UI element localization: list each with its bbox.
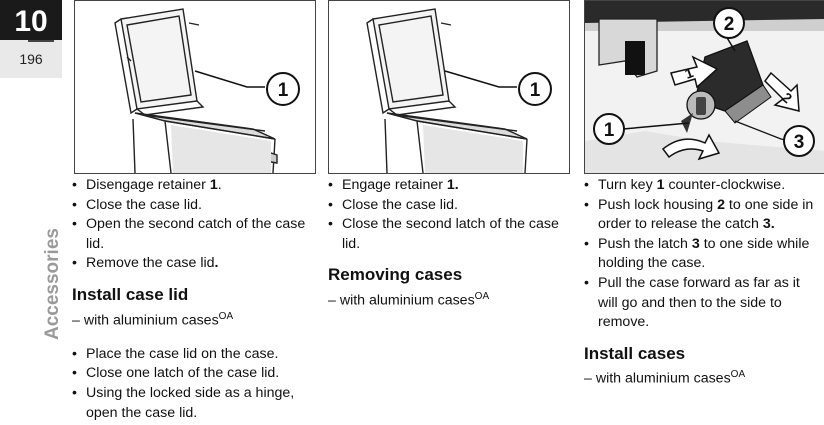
callout-3-circle	[783, 125, 815, 157]
case-engage-illustration: 1	[366, 8, 552, 173]
steps-list-engage-lid: Engage retainer 1. Close the case lid. C…	[328, 176, 573, 254]
steps-list-remove-lid: Disengage retainer 1. Close the case lid…	[72, 176, 317, 274]
case-open-illustration: 1	[114, 8, 300, 173]
figure-lock-housing: 1 2 2 1 3	[584, 0, 824, 174]
list-item: Close the case lid.	[72, 196, 317, 216]
list-item: Close one latch of the case lid.	[72, 364, 317, 384]
column-3-text: Turn key 1 counter-clockwise. Push lock …	[584, 176, 820, 390]
note-aluminium-cases: – with aluminium casesOA	[72, 310, 234, 329]
chapter-tab: 10 196 Accessories	[0, 0, 63, 425]
push-arrow-1	[670, 55, 719, 89]
callout-leader-line	[194, 70, 265, 88]
page-number: 196	[0, 40, 62, 78]
list-item: Turn key 1 counter-clockwise.	[584, 176, 820, 196]
note-aluminium-cases: – with aluminium casesOA	[584, 369, 746, 388]
callout-1-label: 1	[604, 120, 615, 141]
chapter-number: 10	[0, 0, 62, 40]
list-item: Pull the case forward as far as it will …	[584, 274, 820, 333]
list-item: Engage retainer 1.	[328, 176, 573, 196]
callout-1-label: 1	[278, 80, 289, 101]
list-item: Push the latch 3 to one side while holdi…	[584, 235, 820, 274]
column-2-text: Engage retainer 1. Close the case lid. C…	[328, 176, 573, 311]
section-title: Accessories	[42, 228, 63, 340]
push-arrow-2	[764, 71, 800, 112]
list-item: Close the second latch of the case lid.	[328, 215, 573, 254]
rotate-arrow	[661, 133, 721, 161]
figure-case-lid-open: 1	[74, 0, 316, 174]
callout-1-circle	[518, 72, 552, 106]
callout-2-label: 2	[724, 14, 735, 35]
list-item: Disengage retainer 1.	[72, 176, 317, 196]
list-item: Open the second catch of the case lid.	[72, 215, 317, 254]
callout-1-circle	[593, 113, 625, 145]
column-1-text: Disengage retainer 1. Close the case lid…	[72, 176, 317, 423]
callout-1-circle	[266, 72, 300, 106]
lock-illustration: 1 2 2 1 3	[585, 1, 824, 173]
note-aluminium-cases: – with aluminium casesOA	[328, 290, 490, 309]
heading-install-case-lid: Install case lid	[72, 284, 189, 304]
heading-removing-cases: Removing cases	[328, 265, 463, 285]
heading-install-cases: Install cases	[584, 343, 686, 363]
list-item: Close the case lid.	[328, 196, 573, 216]
callout-3-label: 3	[794, 132, 805, 153]
callout-2-circle	[713, 7, 745, 39]
list-item: Push lock housing 2 to one side in order…	[584, 196, 820, 235]
steps-list-remove-case: Turn key 1 counter-clockwise. Push lock …	[584, 176, 820, 333]
callout-1-label: 1	[530, 80, 541, 101]
steps-list-install-lid: Place the case lid on the case. Close on…	[72, 345, 317, 423]
list-item: Place the case lid on the case.	[72, 345, 317, 365]
callout-leader-line	[444, 70, 517, 88]
figure-case-lid-engage: 1	[328, 0, 570, 174]
section-sidebar: Accessories	[0, 78, 63, 425]
list-item: Using the locked side as a hinge, open t…	[72, 384, 317, 423]
list-item: Remove the case lid.	[72, 254, 317, 274]
